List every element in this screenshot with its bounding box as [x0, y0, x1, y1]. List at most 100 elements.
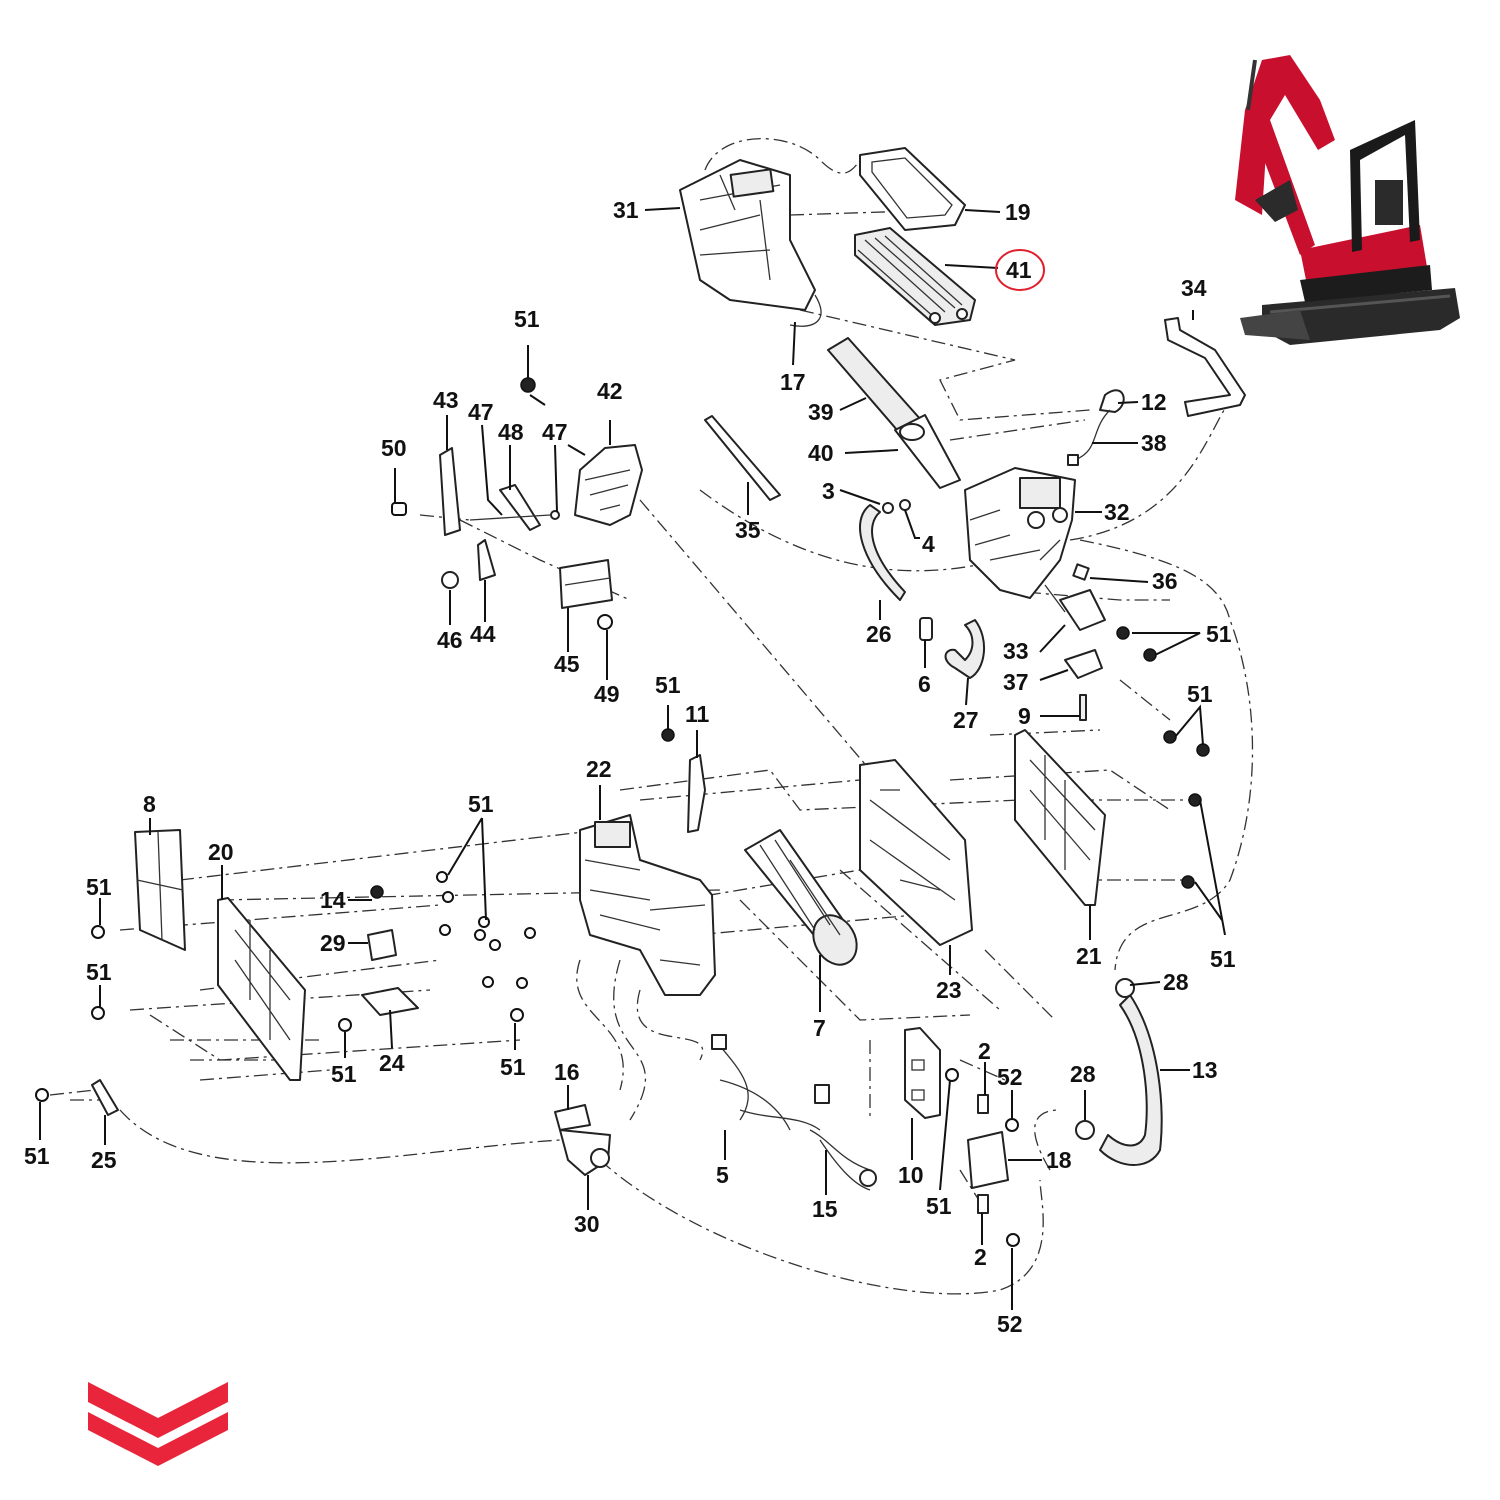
part-3-clip — [882, 502, 894, 514]
callout-51-top[interactable]: 51 — [514, 306, 540, 332]
bolt-52-upper — [1005, 1118, 1019, 1132]
callout-36[interactable]: 36 — [1152, 568, 1178, 594]
callout-6[interactable]: 6 — [918, 671, 931, 697]
callout-43[interactable]: 43 — [433, 387, 459, 413]
callout-10[interactable]: 10 — [898, 1162, 924, 1188]
part-15-wire-harness — [809, 1129, 877, 1191]
callout-32[interactable]: 32 — [1104, 499, 1130, 525]
callout-11[interactable]: 11 — [685, 701, 710, 727]
callout-24[interactable]: 24 — [379, 1050, 405, 1076]
part-48-link-rod — [499, 484, 541, 531]
part-7-blower-motor — [744, 829, 858, 966]
bolt-51-right-d — [1196, 743, 1210, 757]
callout-31[interactable]: 31 — [613, 197, 639, 223]
callout-51-left-bottom[interactable]: 51 — [86, 959, 112, 985]
part-24-mounting-plate — [361, 987, 419, 1016]
callout-52-upper[interactable]: 52 — [997, 1064, 1023, 1090]
callout-29[interactable]: 29 — [320, 930, 346, 956]
part-41-heater-core — [854, 227, 976, 326]
callout-7[interactable]: 7 — [813, 1015, 826, 1041]
callout-39[interactable]: 39 — [808, 399, 834, 425]
callout-33[interactable]: 33 — [1003, 638, 1029, 664]
part-23-front-case — [859, 759, 973, 946]
part-38-sensor-wire — [1067, 409, 1111, 466]
callout-15[interactable]: 15 — [812, 1196, 838, 1222]
callout-14[interactable]: 14 — [320, 887, 346, 913]
callout-46[interactable]: 46 — [437, 627, 463, 653]
callout-19[interactable]: 19 — [1005, 199, 1031, 225]
part-27-return-hose — [944, 619, 986, 679]
callout-27[interactable]: 27 — [953, 707, 979, 733]
callout-51-bracket[interactable]: 51 — [926, 1193, 952, 1219]
callout-37[interactable]: 37 — [1003, 669, 1029, 695]
callout-13[interactable]: 13 — [1192, 1057, 1218, 1083]
callout-38[interactable]: 38 — [1141, 430, 1167, 456]
part-31-blower-housing — [679, 159, 816, 311]
callout-51-lower-mid[interactable]: 51 — [500, 1054, 526, 1080]
callout-51-right-low[interactable]: 51 — [1210, 946, 1236, 972]
callout-51-center[interactable]: 51 — [655, 672, 681, 698]
part-28-hose-clamp-upper — [1115, 978, 1135, 998]
callout-51-mid[interactable]: 51 — [468, 791, 494, 817]
callout-12[interactable]: 12 — [1141, 389, 1167, 415]
callout-48[interactable]: 48 — [498, 419, 524, 445]
callout-51-right-mid[interactable]: 51 — [1187, 681, 1213, 707]
callout-50[interactable]: 50 — [381, 435, 407, 461]
part-35-seal-strip — [704, 415, 781, 501]
callout-8[interactable]: 8 — [143, 791, 156, 817]
callout-28-upper[interactable]: 28 — [1163, 969, 1189, 995]
callout-21[interactable]: 21 — [1076, 943, 1102, 969]
callout-44[interactable]: 44 — [470, 621, 496, 647]
part-30-water-valve — [559, 1129, 611, 1176]
callout-45[interactable]: 45 — [554, 651, 580, 677]
callout-5[interactable]: 5 — [716, 1162, 729, 1188]
callout-25[interactable]: 25 — [91, 1147, 117, 1173]
part-11-bracket — [687, 754, 706, 833]
callout-47-left[interactable]: 47 — [468, 399, 494, 425]
callout-42[interactable]: 42 — [597, 378, 623, 404]
part-18-control-unit — [967, 1131, 1009, 1189]
callout-4[interactable]: 4 — [922, 531, 935, 557]
callout-22[interactable]: 22 — [586, 756, 612, 782]
part-5-wire-harness — [711, 1034, 830, 1131]
part-34-bracket — [1164, 317, 1246, 417]
callout-52-lower[interactable]: 52 — [997, 1311, 1023, 1337]
callout-9[interactable]: 9 — [1018, 703, 1031, 729]
callout-18[interactable]: 18 — [1046, 1147, 1072, 1173]
callout-23[interactable]: 23 — [936, 977, 962, 1003]
callout-51-far-left[interactable]: 51 — [24, 1143, 50, 1169]
callout-2-upper[interactable]: 2 — [978, 1038, 991, 1064]
leader-lines — [39, 207, 1226, 1310]
callout-17[interactable]: 17 — [780, 369, 806, 395]
callout-20[interactable]: 20 — [208, 839, 234, 865]
callout-30[interactable]: 30 — [574, 1211, 600, 1237]
bolt-51-right-e — [1188, 793, 1202, 807]
part-45-damper-plate — [559, 559, 613, 609]
callout-51-left-top[interactable]: 51 — [86, 874, 112, 900]
bolt-51-left-b — [91, 1006, 105, 1020]
part-29-resistor — [367, 929, 397, 961]
callout-41[interactable]: 41 — [1006, 257, 1032, 283]
bolt-51-right-c — [1163, 730, 1177, 744]
callout-40[interactable]: 40 — [808, 440, 834, 466]
callout-35[interactable]: 35 — [735, 517, 761, 543]
part-42-vent-duct — [574, 444, 643, 526]
callout-28-lower[interactable]: 28 — [1070, 1061, 1096, 1087]
callout-16[interactable]: 16 — [554, 1059, 580, 1085]
callout-51-lower-left[interactable]: 51 — [331, 1061, 357, 1087]
part-9-pin — [1079, 694, 1087, 721]
part-46-knob — [441, 571, 459, 589]
callout-2-lower[interactable]: 2 — [974, 1244, 987, 1270]
bolt-52-lower — [1006, 1233, 1020, 1247]
callout-34[interactable]: 34 — [1181, 275, 1207, 301]
callout-26[interactable]: 26 — [866, 621, 892, 647]
part-21-filter-frame — [1014, 729, 1106, 906]
callout-3[interactable]: 3 — [822, 478, 835, 504]
part-44-lever — [477, 539, 496, 581]
bolt-50 — [391, 502, 407, 516]
bolt-51-center — [661, 728, 675, 742]
callout-47-right[interactable]: 47 — [542, 419, 568, 445]
callout-51-right-top[interactable]: 51 — [1206, 621, 1232, 647]
bolt-51-far-left — [35, 1088, 49, 1102]
callout-49[interactable]: 49 — [594, 681, 620, 707]
